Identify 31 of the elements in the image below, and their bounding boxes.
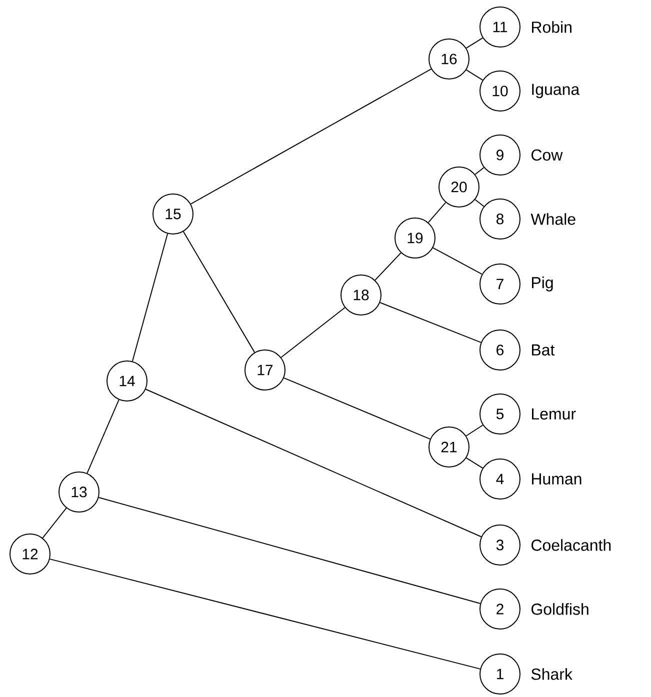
branch-line [190, 68, 432, 204]
species-label: Cow [532, 149, 563, 161]
branch-line [380, 302, 482, 343]
branch-line [49, 558, 481, 670]
branch-line [466, 69, 484, 81]
species-label: Human [532, 473, 582, 485]
species-label: Goldfish [532, 603, 588, 615]
branch-line [42, 508, 67, 538]
species-label: Robin [532, 21, 572, 33]
species-label: Bat [532, 344, 555, 356]
branch-line [86, 399, 120, 474]
branch-line [374, 252, 402, 281]
branch-line [145, 388, 482, 538]
branch-line [432, 247, 482, 275]
branch-line [466, 457, 484, 469]
species-label: Iguana [532, 84, 580, 98]
branch-line [98, 496, 481, 604]
species-label: Shark [531, 668, 572, 680]
branch-line [474, 199, 484, 207]
branch-line [466, 424, 484, 436]
species-label: Lemur [532, 408, 576, 420]
branch-line [132, 233, 168, 362]
branch-line [182, 231, 256, 353]
branch-line [428, 202, 446, 223]
species-label: Coelacanth [532, 539, 611, 551]
species-label: Whale [530, 213, 576, 225]
branch-line [280, 307, 346, 358]
branch-line [283, 377, 431, 440]
branch-line [474, 167, 484, 175]
branch-line [466, 37, 484, 49]
species-label: Pig [532, 276, 553, 292]
